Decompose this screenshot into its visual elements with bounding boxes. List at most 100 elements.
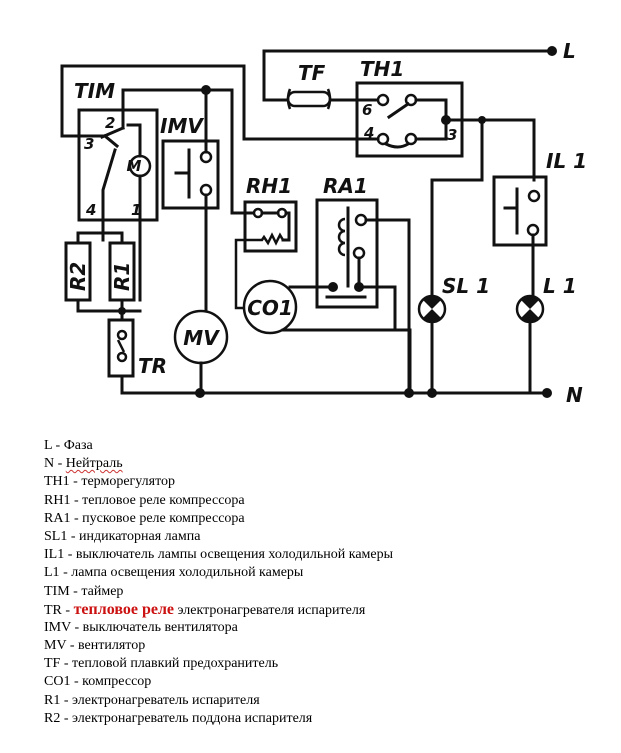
legend-description: тепловое реле компрессора (82, 492, 245, 508)
legend-item: N - Нейтраль (44, 455, 393, 473)
legend-separator: - (60, 692, 73, 708)
label-TIM: TIM (74, 79, 115, 103)
legend-item: R2 - электронагреватель поддона испарите… (44, 710, 393, 728)
wire-th1-to-tim (60, 64, 380, 141)
label-R2: R2 (66, 262, 90, 291)
l1-chamber-lamp (515, 294, 545, 395)
legend-separator: - (59, 565, 72, 581)
legend-description: терморегулятор (81, 474, 176, 490)
legend-description: выключатель лампы освещения холодильной … (75, 547, 394, 563)
pin-th1-6: 6 (362, 101, 372, 119)
legend-item: RH1 - тепловое реле компрессора (44, 492, 393, 510)
timer-motor-m: M (127, 157, 142, 175)
legend-highlight: тепловое реле (73, 600, 175, 618)
sl1-indicator-lamp (417, 116, 486, 395)
legend-description: индикаторная лампа (79, 528, 201, 544)
legend-separator: - (66, 638, 78, 654)
ra1-start-relay (315, 198, 411, 395)
label-TF: TF (298, 61, 326, 85)
legend-code: RH1 (44, 492, 71, 508)
pin-tim-3: 3 (84, 135, 94, 153)
phase-line (262, 46, 557, 102)
label-N: N (566, 383, 583, 407)
legend-separator: - (70, 619, 83, 635)
legend-code: CO1 (44, 674, 71, 690)
legend-code: R1 (44, 692, 61, 708)
legend-separator: - (69, 583, 82, 599)
imv-fan-switch (161, 85, 220, 311)
il1-lamp-switch (492, 118, 548, 296)
legend-description: таймер (81, 583, 124, 599)
legend-separator: - (67, 528, 80, 544)
legend-description: тепловой плавкий предохранитель (72, 656, 279, 672)
label-MV: MV (183, 326, 220, 350)
pin-th1-4: 4 (363, 124, 374, 142)
label-L: L (563, 39, 576, 63)
legend-separator: - (61, 602, 74, 618)
neutral-line (195, 388, 552, 398)
legend-item: TF - тепловой плавкий предохранитель (44, 655, 393, 673)
legend-description: вентилятор (77, 638, 146, 654)
pin-tim-2: 2 (105, 114, 115, 132)
legend-description: компрессор (82, 674, 152, 690)
legend-description: электронагреватель испарителя (72, 692, 260, 708)
label-L1: L 1 (543, 274, 577, 298)
legend-description: пусковое реле компрессора (82, 510, 245, 526)
legend-separator: - (69, 474, 82, 490)
legend-item: L1 - лампа освещения холодильной камеры (44, 564, 393, 582)
legend-separator: - (70, 674, 83, 690)
legend-code: MV (44, 638, 67, 654)
legend-code: R2 (44, 710, 61, 726)
label-IMV: IMV (160, 114, 204, 138)
legend-item: TR - тепловое реле электронагревателя ис… (44, 601, 393, 619)
pin-tim-4: 4 (85, 201, 96, 219)
legend-code: SL1 (44, 528, 68, 544)
label-RH1: RH1 (246, 174, 292, 198)
legend-code: L (44, 438, 53, 453)
legend-separator: - (52, 438, 64, 453)
legend-description: Фаза (63, 438, 93, 453)
legend-code: TF (44, 656, 61, 672)
legend-description: электронагревателя испарителя (174, 602, 366, 618)
heaters-r1-r2 (64, 218, 142, 315)
legend-separator: - (60, 656, 73, 672)
th1-thermostat (355, 81, 536, 158)
legend-separator: - (60, 710, 73, 726)
label-TR: TR (138, 354, 167, 378)
legend-item: RA1 - пусковое реле компрессора (44, 510, 393, 528)
legend-separator: - (70, 510, 83, 526)
legend-code: TH1 (44, 474, 70, 490)
legend-item: L - Фаза (44, 437, 393, 455)
rh1-overload-relay (234, 200, 298, 310)
label-RA1: RA1 (323, 174, 368, 198)
legend-code: TIM (44, 583, 70, 599)
legend-separator: - (70, 492, 83, 508)
legend-code: IL1 (44, 547, 65, 563)
legend-separator: - (64, 547, 76, 563)
legend-item: IL1 - выключатель лампы освещения холоди… (44, 546, 393, 564)
label-TH1: TH1 (360, 57, 404, 81)
legend-item: MV - вентилятор (44, 637, 393, 655)
legend-item: TIM - таймер (44, 583, 393, 601)
legend-code: IMV (44, 619, 71, 635)
label-IL1: IL 1 (546, 149, 587, 173)
legend-description: электронагреватель поддона испарителя (72, 710, 313, 726)
legend-separator: - (54, 456, 66, 472)
wiring-diagram: L TF TH1 6 4 3 TIM M 2 3 4 (60, 39, 587, 407)
tr-thermal-relay (107, 309, 202, 395)
pin-th1-3: 3 (447, 126, 457, 144)
legend-description: Нейтраль (65, 456, 123, 472)
legend-code: L1 (44, 565, 60, 581)
label-R1: R1 (110, 262, 134, 291)
legend-code: N (44, 456, 55, 472)
legend-item: R1 - электронагреватель испарителя (44, 692, 393, 710)
legend-item: TH1 - терморегулятор (44, 473, 393, 491)
pin-tim-1: 1 (131, 201, 141, 219)
label-SL1: SL 1 (442, 274, 490, 298)
legend-item: IMV - выключатель вентилятора (44, 619, 393, 637)
legend-item: CO1 - компрессор (44, 673, 393, 691)
tim-timer (77, 88, 208, 302)
legend-description: выключатель вентилятора (82, 619, 238, 635)
legend-item: SL1 - индикаторная лампа (44, 528, 393, 546)
